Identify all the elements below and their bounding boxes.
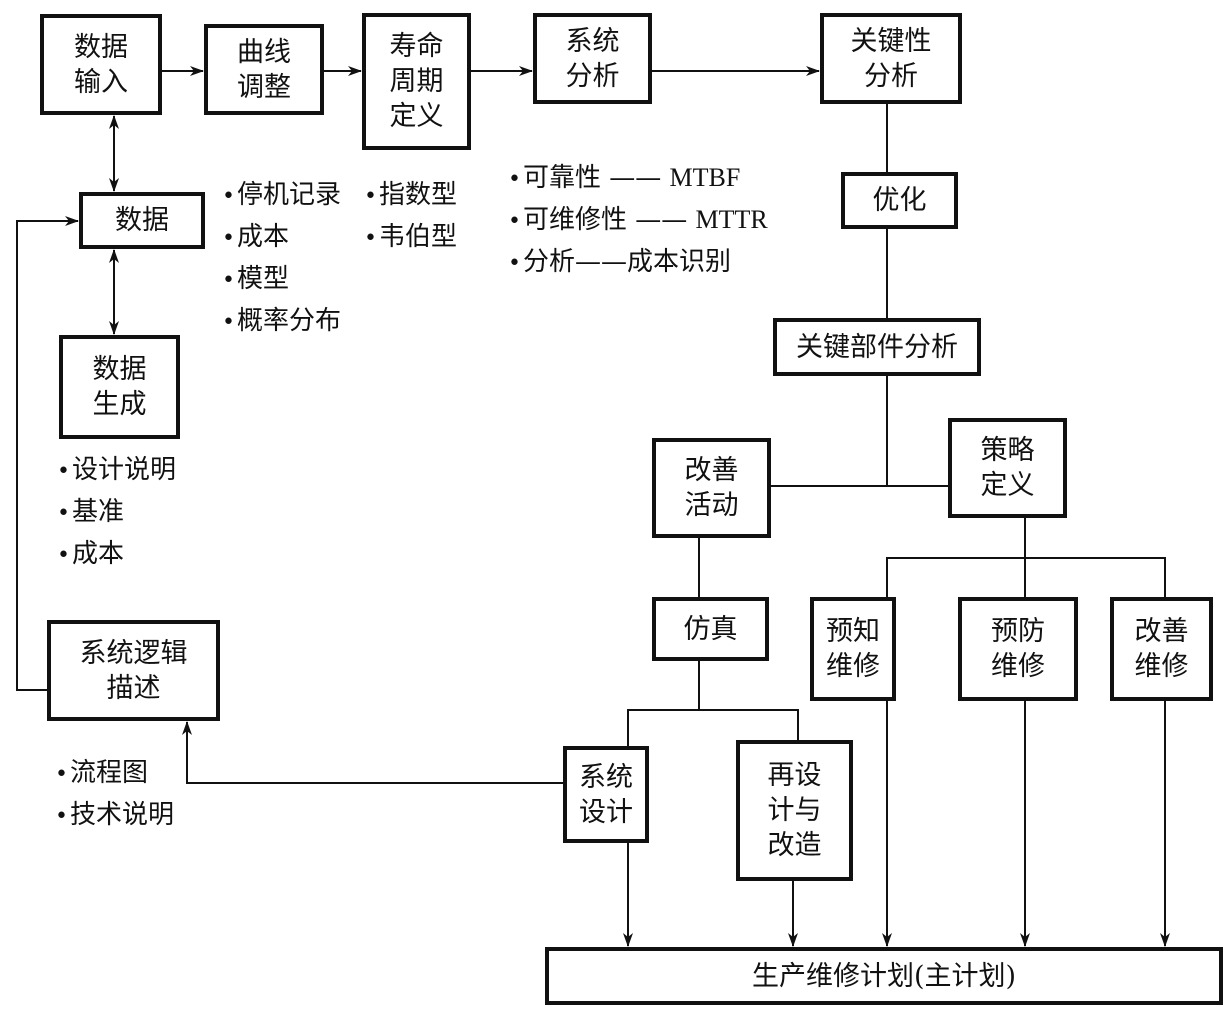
note-item: •指数型	[364, 180, 457, 210]
note-data-generation-items: •设计说明 •基准 •成本	[57, 450, 176, 576]
box-data-input: 数据 输入	[40, 14, 162, 115]
note-analysis-metrics: •可靠性 —— MTBF •可维修性 —— MTTR •分析——成本识别	[508, 158, 768, 284]
box-corrective-maintenance: 改善 维修	[1110, 597, 1213, 701]
note-distribution-types: •指数型 •韦伯型	[364, 175, 457, 259]
note-item: •韦伯型	[364, 222, 457, 252]
note-item: •技术说明	[55, 800, 174, 830]
note-item: •概率分布	[222, 306, 341, 336]
note-item: •模型	[222, 264, 289, 294]
note-item: •可靠性 —— MTBF	[508, 163, 741, 193]
box-improvement-activity: 改善 活动	[652, 438, 771, 538]
note-item: •分析——成本识别	[508, 247, 732, 277]
box-redesign: 再设 计与 改造	[736, 740, 853, 881]
box-optimization: 优化	[841, 172, 958, 229]
note-item: •流程图	[55, 758, 148, 788]
box-critical-component-analysis: 关键部件分析	[773, 318, 981, 376]
box-system-analysis: 系统 分析	[533, 13, 652, 104]
box-master-plan: 生产维修计划(主计划)	[545, 947, 1223, 1005]
box-system-logic-description: 系统逻辑 描述	[47, 620, 220, 721]
box-preventive-maintenance: 预防 维修	[958, 597, 1078, 701]
box-criticality-analysis: 关键性 分析	[820, 13, 962, 104]
line-maint-branch	[886, 557, 1166, 597]
box-simulation: 仿真	[652, 597, 769, 661]
arrow-design-to-logic	[182, 721, 563, 784]
line-design-branch	[627, 709, 799, 746]
box-data-generation: 数据 生成	[59, 335, 180, 439]
note-item: •成本	[222, 222, 289, 252]
note-item: •成本	[57, 539, 124, 569]
note-item: •基准	[57, 497, 124, 527]
note-curve-inputs: •停机记录 •成本 •模型 •概率分布	[222, 175, 341, 343]
note-item: •设计说明	[57, 455, 176, 485]
arrow-logic-to-data	[16, 216, 79, 691]
box-predictive-maintenance: 预知 维修	[810, 597, 896, 701]
note-item: •可维修性 —— MTTR	[508, 205, 768, 235]
box-system-design: 系统 设计	[563, 746, 649, 843]
box-lifecycle-definition: 寿命 周期 定义	[362, 13, 471, 150]
box-data: 数据	[79, 192, 205, 249]
note-logic-items: •流程图 •技术说明	[55, 753, 174, 837]
box-curve-fit: 曲线 调整	[204, 24, 324, 115]
note-item: •停机记录	[222, 180, 341, 210]
box-strategy-definition: 策略 定义	[948, 418, 1067, 518]
